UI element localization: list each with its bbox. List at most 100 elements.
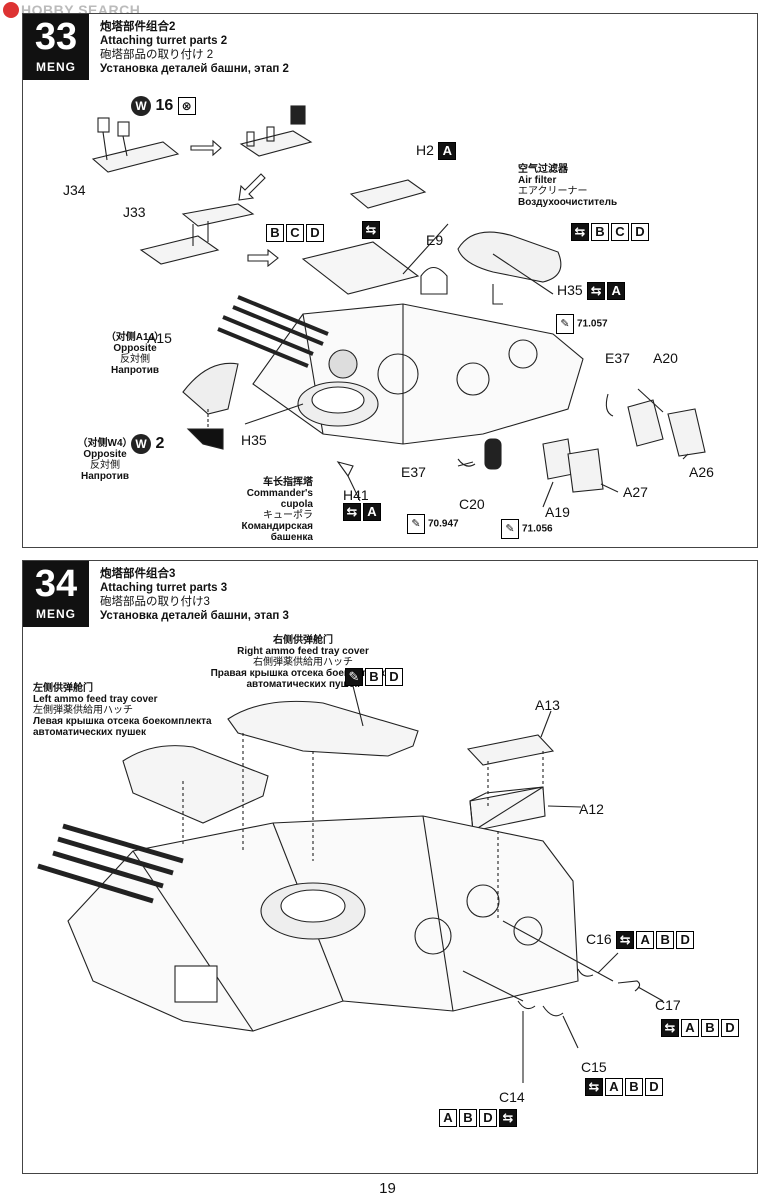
variant-badge-a: A <box>605 1078 623 1096</box>
variant-badge-b: B <box>266 224 284 242</box>
part-j34-label: J34 <box>63 182 86 198</box>
part-c16-label: C16 <box>586 931 612 947</box>
part-c15-label: C15 <box>581 1059 607 1075</box>
title-cn: 炮塔部件组合2 <box>100 21 176 33</box>
opposite-cn: （对侧A14） <box>105 332 165 343</box>
title-cn: 炮塔部件组合3 <box>100 568 176 580</box>
w16-number: 16 <box>155 97 174 115</box>
step-33-diagram <box>91 105 706 508</box>
right-cover-en: Right ammo feed tray cover <box>237 646 369 657</box>
opposite-en: Opposite <box>83 449 127 460</box>
step-34-titles: 炮塔部件组合3 Attaching turret parts 3 砲塔部品の取り… <box>100 567 289 623</box>
part-a26-label: A26 <box>689 464 714 480</box>
part-a13-label: A13 <box>535 697 560 713</box>
paint-brush-icon: ✎ <box>501 519 519 539</box>
commander-cupola-label: 车长指挥塔 Commander's cupola キューポラ Командирс… <box>213 477 313 543</box>
opposite-w4-label: （对侧W4） Opposite 反対側 Напротив <box>65 438 145 482</box>
left-cover-ru-1: Левая крышка отсека боекомплекта <box>33 716 212 727</box>
w16-callout: W 16 ⊗ <box>131 96 198 116</box>
variant-badge-a: A <box>439 1109 457 1127</box>
title-en: Attaching turret parts 3 <box>100 582 228 594</box>
title-ru: Установка деталей башни, этап 2 <box>100 63 289 75</box>
variant-badge-c: C <box>286 224 304 242</box>
paint-callout-1: ✎71.057 <box>556 314 608 334</box>
variant-badge-d: D <box>385 668 403 686</box>
opposite-ja: 反対側 <box>90 460 120 471</box>
w-sprue-icon: W <box>131 96 151 116</box>
swap-icon: ⇆ <box>616 931 635 949</box>
title-ja: 砲塔部品の取り付け3 <box>100 596 210 608</box>
air-filter-en: Air filter <box>518 175 557 186</box>
part-a20-label: A20 <box>653 350 678 366</box>
title-ru: Установка деталей башни, этап 3 <box>100 610 289 622</box>
variant-badge: A <box>363 503 381 521</box>
commander-ja: キューポラ <box>263 510 313 521</box>
swap-icon: ⇆ <box>362 221 380 239</box>
paint-code: 70.947 <box>428 518 459 530</box>
part-a27-label: A27 <box>623 484 648 500</box>
step-33-badge: 33 MENG <box>23 14 89 80</box>
part-c14-label: C14 <box>499 1089 525 1105</box>
w2-number: 2 <box>155 435 165 453</box>
part-a12-label: A12 <box>579 801 604 817</box>
part-a19-label: A19 <box>545 504 570 520</box>
h41-callout: H41 ⇆A <box>343 487 383 521</box>
right-cover-ru: Правая крышка отсека боекомплекта автома… <box>210 668 396 690</box>
step-number: 33 <box>34 16 78 58</box>
air-filter-cn: 空气过滤器 <box>518 164 568 175</box>
e37-label-1: E37 <box>605 350 630 368</box>
variant-badge-b: B <box>625 1078 643 1096</box>
air-filter-ja: エアクリーナー <box>518 186 588 197</box>
paint-brush-icon: ✎ <box>556 314 574 334</box>
paint-brush-icon: ✎ <box>345 668 363 686</box>
part-a15-label: A15 <box>147 330 172 346</box>
variant-badge-d: D <box>479 1109 497 1127</box>
variant-badge-d: D <box>306 224 324 242</box>
step-33-titles: 炮塔部件组合2 Attaching turret parts 2 砲塔部品の取り… <box>100 20 289 76</box>
part-h41-label: H41 <box>343 487 369 503</box>
step-34-panel: 34 MENG 炮塔部件组合3 Attaching turret parts 3… <box>22 560 758 1174</box>
part-e37-label-2: E37 <box>401 464 426 480</box>
paint-code: 71.056 <box>522 523 553 535</box>
variant-badge-c: C <box>611 223 629 241</box>
variant-badge: A <box>607 282 626 300</box>
variant-badge-d: D <box>645 1078 663 1096</box>
title-ja: 砲塔部品の取り付け 2 <box>100 49 214 61</box>
left-cover-ja: 左側弾薬供給用ハッチ <box>33 705 133 716</box>
variant-badge-d: D <box>631 223 649 241</box>
swap-icon: ⇆ <box>343 503 361 521</box>
variant-badge-b: B <box>459 1109 477 1127</box>
paint-code: 71.057 <box>577 318 608 330</box>
left-cover-ru-2: автоматических пушек <box>33 727 146 738</box>
part-e9-label: E9 <box>426 232 444 248</box>
right-cover-ja: 右側弾薬供給用ハッチ <box>253 657 353 668</box>
variant-badge-a: A <box>636 931 655 949</box>
left-cover-label: 左侧供弹舱门 Left ammo feed tray cover 左側弾薬供給用… <box>33 683 212 738</box>
part-h35-label-2: H35 <box>241 432 267 448</box>
left-cover-cn: 左侧供弹舱门 <box>33 683 93 694</box>
variant-badge-d: D <box>676 931 695 949</box>
right-cover-cn: 右侧供弹舱门 <box>273 635 333 646</box>
swap-icon: ⇆ <box>661 1019 679 1037</box>
commander-en: Commander's cupola <box>246 488 313 510</box>
swap-icon: ⇆ <box>571 223 589 241</box>
title-en: Attaching turret parts 2 <box>100 35 228 47</box>
step-34-badge: 34 MENG <box>23 561 89 627</box>
opposite-en: Opposite <box>113 343 157 354</box>
swap-icon: ⇆ <box>587 282 606 300</box>
step-33-panel: 33 MENG 炮塔部件组合2 Attaching turret parts 2… <box>22 13 758 548</box>
air-filter-ru: Воздухоочиститель <box>518 197 618 208</box>
variant-badge-b: B <box>591 223 609 241</box>
paint-callout-3: ✎71.056 <box>501 519 553 539</box>
paint-callout-2: ✎70.947 <box>407 514 459 534</box>
left-cover-en: Left ammo feed tray cover <box>33 694 158 705</box>
part-h2-label: H2 <box>416 142 434 158</box>
part-h35-label: H35 <box>557 282 583 298</box>
opposite-a14-label: （对侧A14） Opposite 反対側 Напротив <box>85 332 185 376</box>
